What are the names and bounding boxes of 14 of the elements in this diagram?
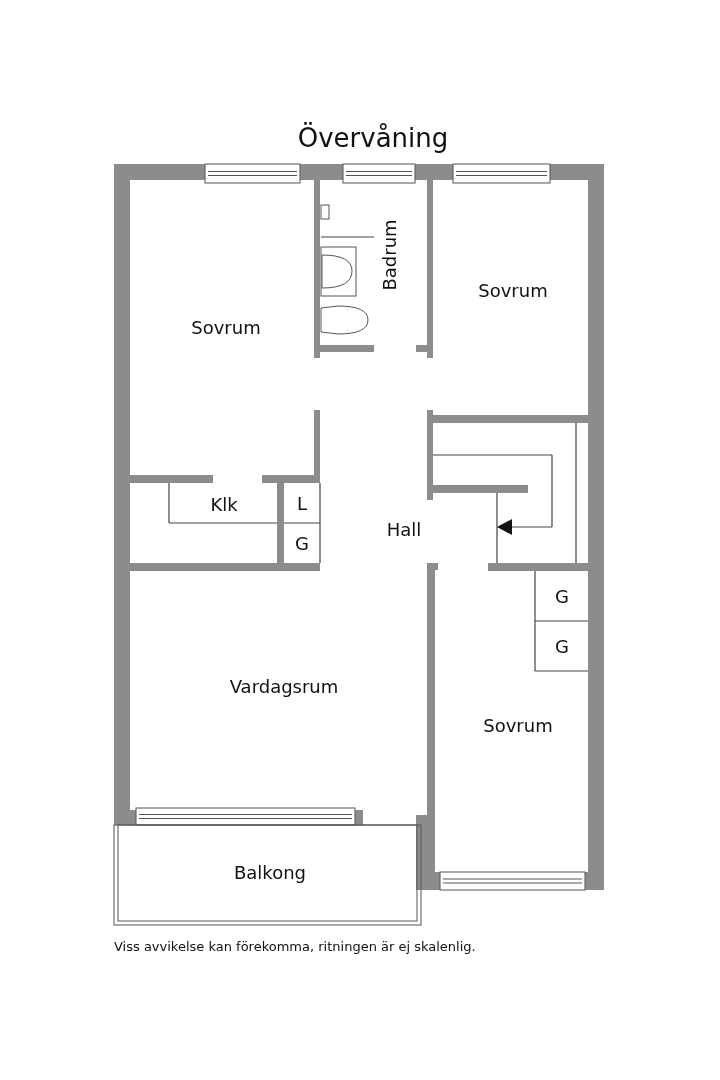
room-label: Klk bbox=[210, 493, 238, 515]
disclaimer-note: Viss avvikelse kan förekomma, ritningen är ej skalenlig. bbox=[114, 938, 476, 954]
room-label: Badrum bbox=[378, 219, 400, 291]
room-label: L bbox=[297, 492, 307, 514]
plan-title: Övervåning bbox=[297, 123, 449, 153]
room-label: Balkong bbox=[234, 861, 306, 883]
room-label: Sovrum bbox=[478, 279, 548, 301]
room-label: Sovrum bbox=[483, 714, 553, 736]
room-label: Vardagsrum bbox=[229, 675, 339, 697]
room-label: Sovrum bbox=[191, 316, 261, 338]
room-label: Hall bbox=[386, 518, 422, 540]
room-label: G bbox=[295, 532, 309, 554]
room-label: G bbox=[555, 585, 569, 607]
room-label: G bbox=[555, 635, 569, 657]
